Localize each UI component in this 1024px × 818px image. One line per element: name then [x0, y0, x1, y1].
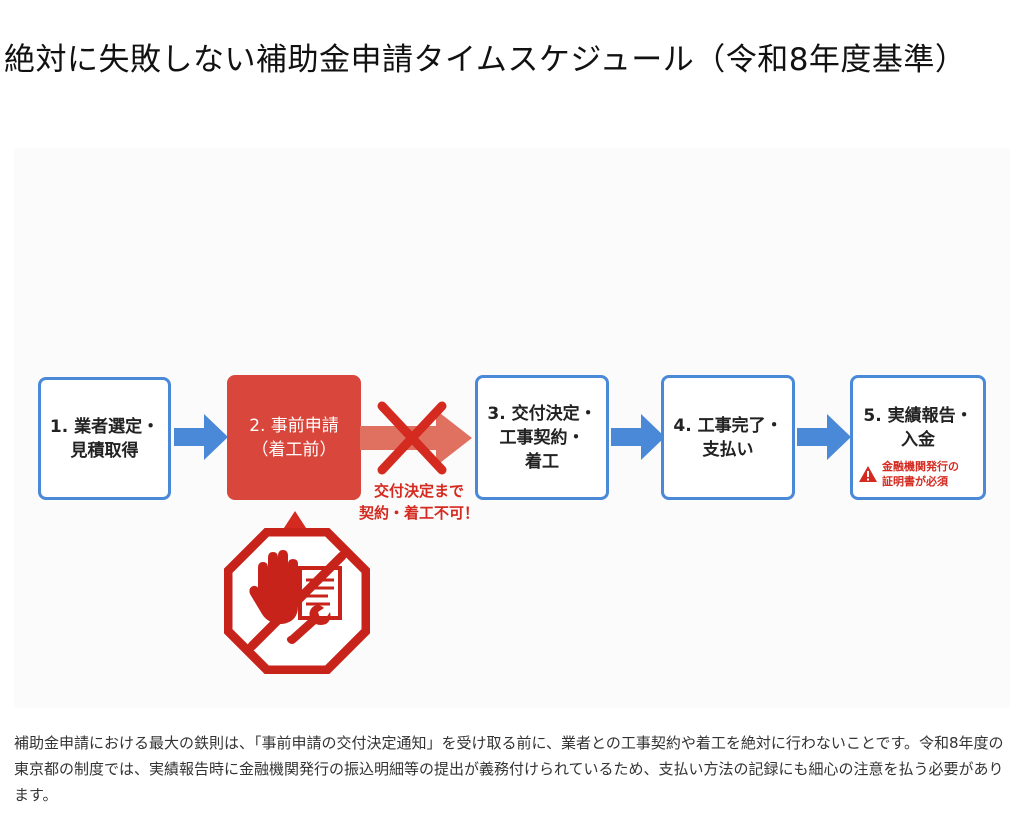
step-3-line-1: 3. 交付決定・	[487, 403, 597, 424]
warning-small-line-1: 金融機関発行の	[882, 460, 959, 473]
warning-main-line-2: 契約・着工不可！	[358, 504, 479, 522]
step-5-line-1: 5. 実績報告・	[863, 406, 973, 426]
step-2-box: 2. 事前申請 （着工前）	[227, 375, 361, 500]
step-4-line-2: 支払い	[702, 439, 754, 460]
prohibited-icon	[224, 528, 370, 674]
step-1-box: 1. 業者選定・ 見積取得	[38, 377, 171, 500]
warning-icon	[859, 466, 877, 482]
arrow-right-icon	[174, 414, 228, 460]
step-1-line-1: 1. 業者選定・	[49, 416, 160, 437]
step-2-line-1: 2. 事前申請	[249, 415, 339, 436]
warning-main-line-1: 交付決定まで	[373, 482, 464, 500]
pointer-triangle	[282, 511, 308, 531]
step-4-box: 4. 工事完了・ 支払い	[661, 375, 795, 500]
step-5-warning: 金融機関発行の 証明書が必須	[858, 459, 984, 489]
step-1-line-2: 見積取得	[70, 440, 139, 461]
description-paragraph: 補助金申請における最大の鉄則は、「事前申請の交付決定通知」を受け取る前に、業者と…	[14, 734, 1004, 804]
step-3-line-3: 着工	[525, 451, 559, 472]
arrow-right-icon	[611, 414, 665, 460]
warning-main-text: 交付決定まで 契約・着工不可！	[344, 480, 494, 524]
cross-icon	[377, 401, 447, 475]
step-4-line-1: 4. 工事完了・	[673, 415, 783, 436]
step-5-line-2: 入金	[901, 430, 935, 450]
arrow-right-icon	[797, 414, 851, 460]
schedule-diagram: 1. 業者選定・ 見積取得 2. 事前申請 （着工前） 交付決定まで 契約・着工…	[14, 148, 1010, 708]
step-2-line-2: （着工前）	[251, 439, 337, 460]
warning-small-line-2: 証明書が必須	[882, 475, 948, 488]
step-3-box: 3. 交付決定・ 工事契約・ 着工	[475, 375, 609, 500]
step-3-line-2: 工事契約・	[499, 427, 585, 448]
page-title: 絶対に失敗しない補助金申請タイムスケジュール（令和8年度基準）	[4, 42, 967, 78]
